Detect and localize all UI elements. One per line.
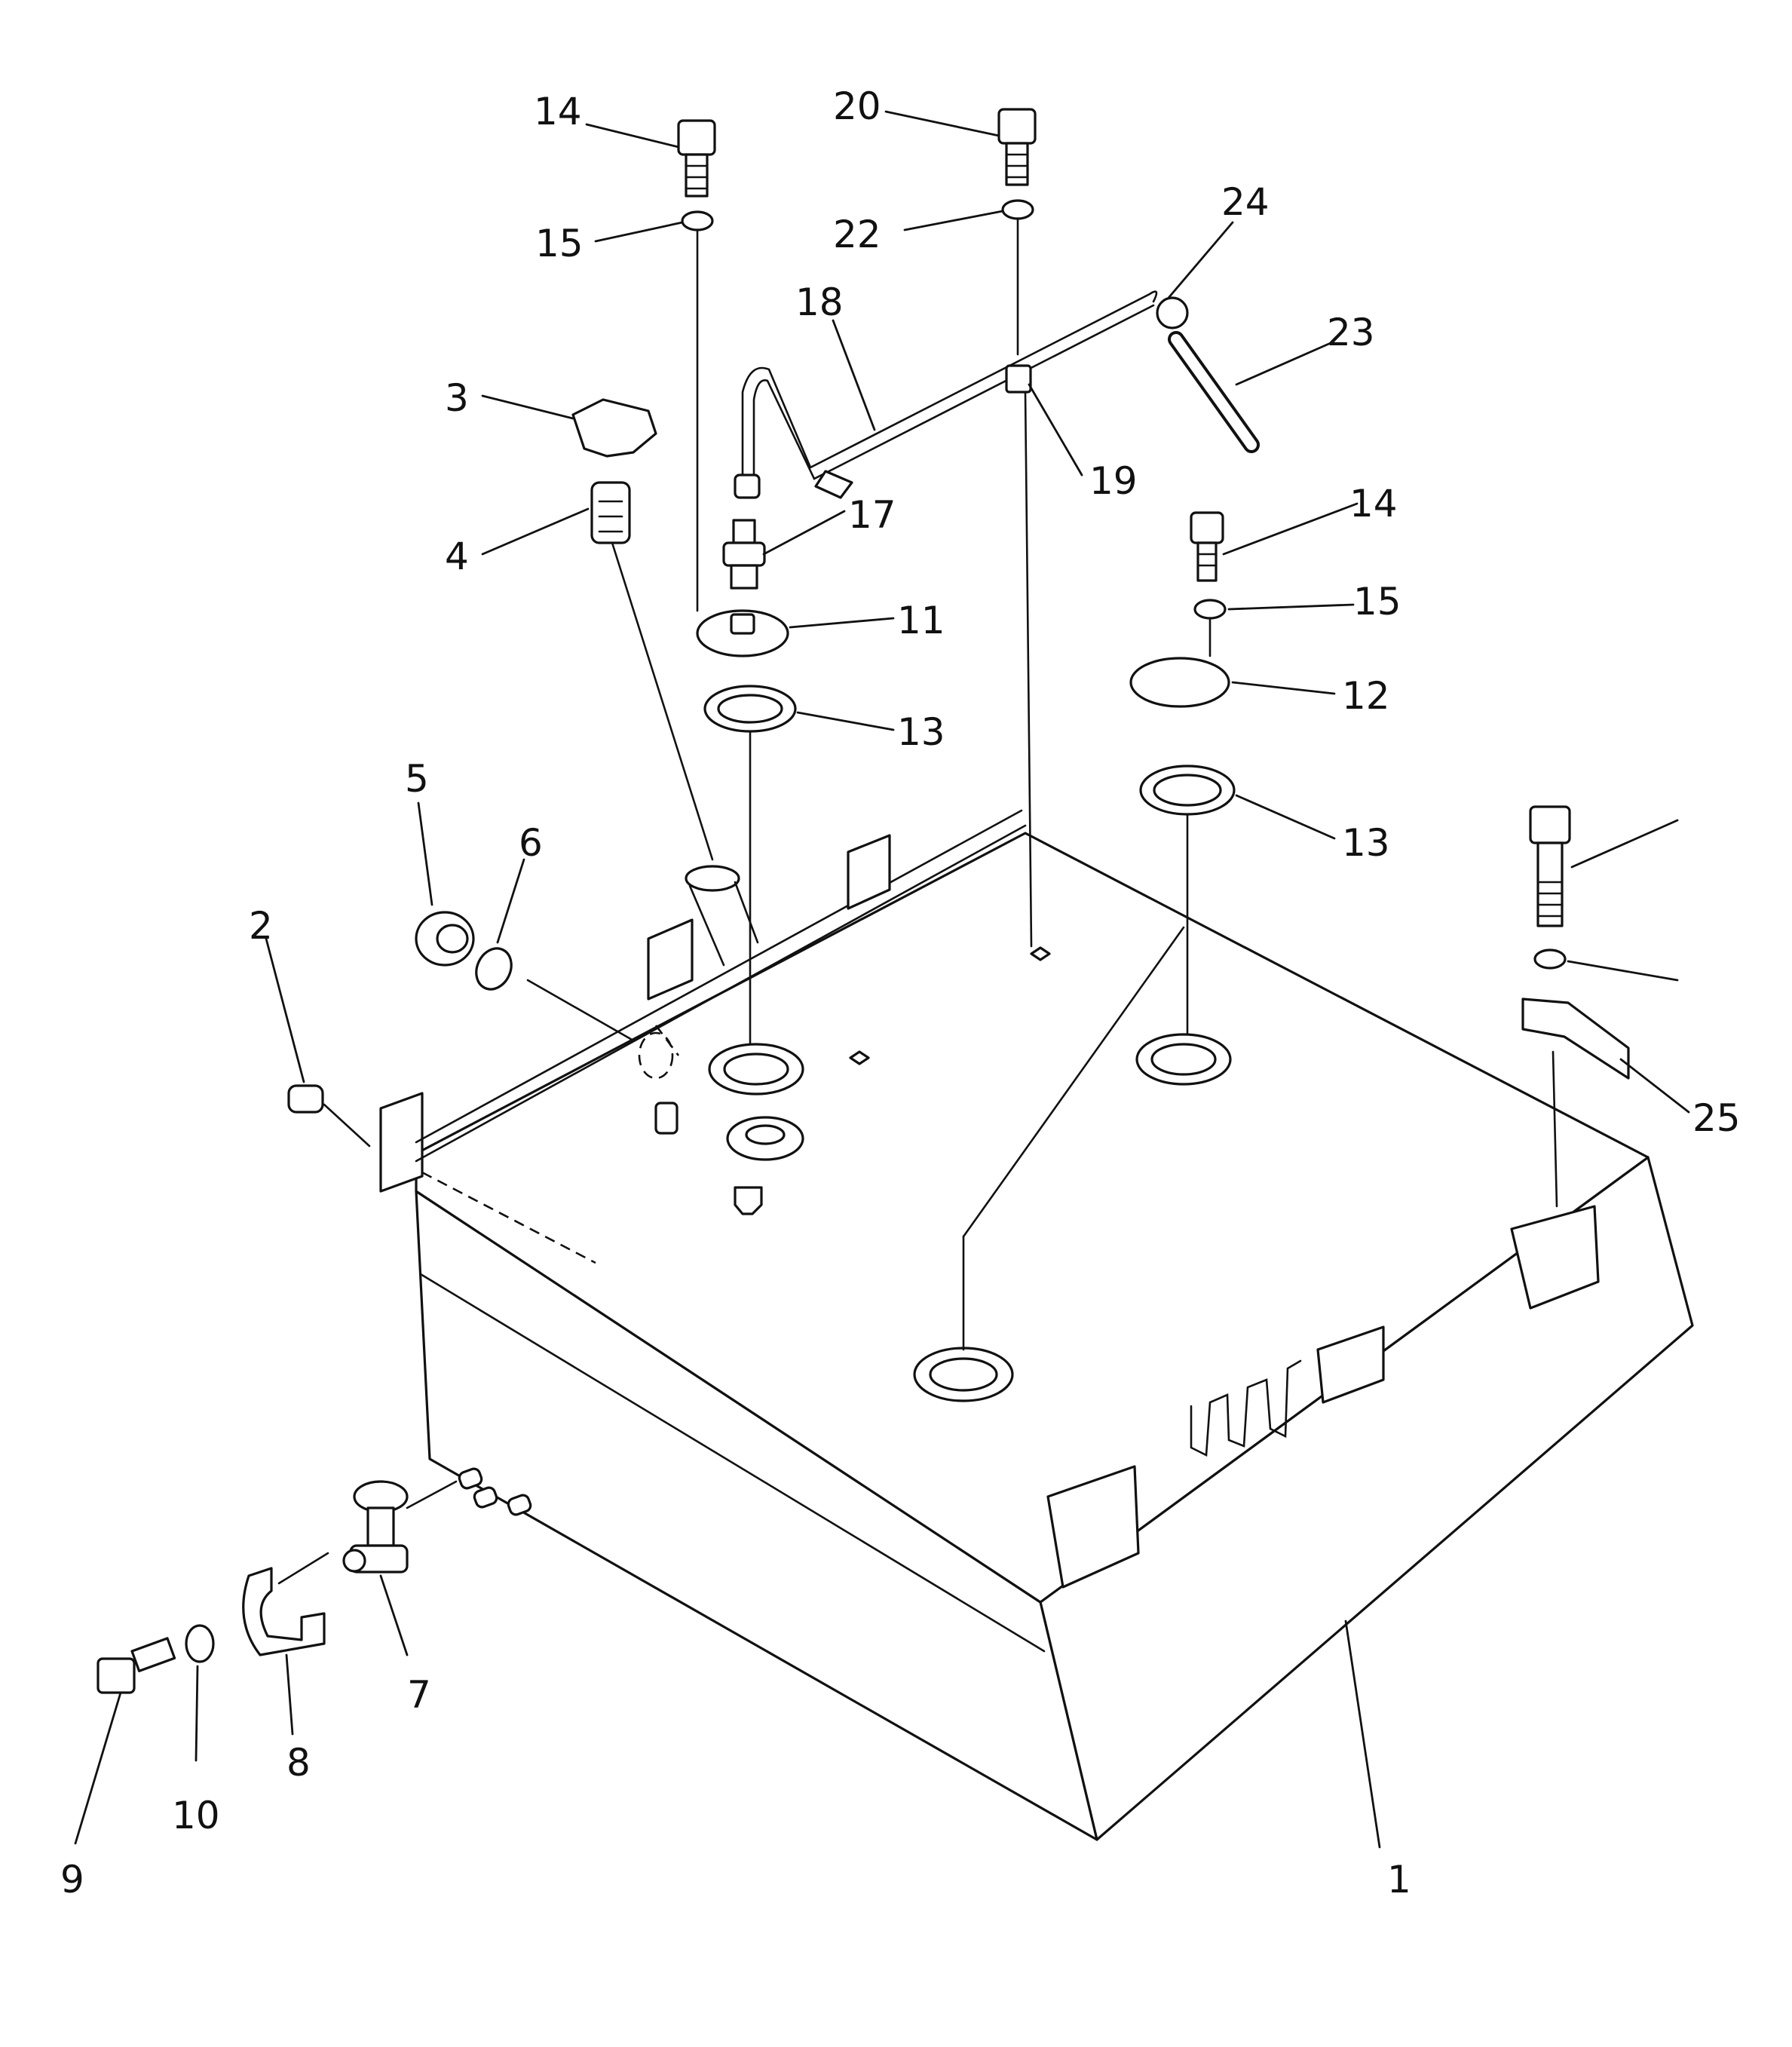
callout-2: 2: [249, 904, 273, 948]
callout-5: 5: [405, 757, 429, 801]
strainer-icon: [590, 481, 714, 861]
callout-13b: 13: [1342, 821, 1390, 865]
plug-icon: [287, 1084, 371, 1148]
washer-icon: [1001, 199, 1034, 220]
callout-22: 24: [1221, 180, 1270, 224]
callout-10: 10: [172, 1794, 220, 1837]
leader-lines: [74, 110, 1690, 1849]
cap-icon: [571, 398, 657, 458]
plate-icon: [1521, 997, 1630, 1080]
callout-16: 17: [848, 493, 896, 537]
callout-14: 14: [534, 90, 582, 133]
callout-23: 25: [1692, 1096, 1741, 1140]
callout-9: 9: [60, 1858, 84, 1901]
washer-icon: [681, 210, 714, 231]
hose-icon: [1156, 296, 1260, 453]
drain-valve-icon: [342, 1480, 458, 1574]
cover-icon: [1129, 657, 1230, 708]
callout-6: 6: [519, 821, 543, 865]
callout-11: 11: [897, 599, 945, 642]
callout-15b: 15: [1353, 580, 1401, 624]
callout-7: 7: [407, 1673, 431, 1717]
washer-icon: [185, 1624, 215, 1663]
callout-1: 1: [1387, 1858, 1411, 1901]
clamp-icon: [242, 1567, 326, 1656]
callout-4: 4: [445, 535, 469, 578]
callout-13: 13: [897, 710, 945, 754]
plug-icon: [415, 911, 475, 967]
callout-17: 18: [795, 280, 844, 324]
bolt-icon: [96, 1637, 176, 1694]
callout-19: 20: [833, 84, 881, 128]
callout-18: 19: [1089, 459, 1138, 503]
washer-icon: [1193, 599, 1227, 620]
callout-20: 22: [833, 213, 881, 256]
bolt-icon: [1190, 511, 1224, 582]
bolt-icon: [997, 108, 1037, 186]
washer-icon: [1533, 948, 1567, 970]
tube-icon: [734, 290, 1158, 499]
fuel-tank-body: [379, 809, 1694, 1841]
bolt-icon: [1529, 805, 1571, 927]
callout-21: 23: [1327, 311, 1375, 354]
callout-labels: 14 15 20 22 24 18 23 19 3 4 17 14 11 15 …: [60, 84, 1741, 1901]
callout-8: 8: [286, 1741, 311, 1785]
callout-3: 3: [445, 376, 469, 420]
callout-14b: 14: [1349, 482, 1398, 526]
elbow-icon: [722, 519, 766, 590]
o-ring-icon: [475, 947, 513, 991]
callout-12: 12: [1342, 674, 1390, 718]
bolt-icon: [677, 119, 716, 198]
callout-15: 15: [535, 222, 584, 265]
